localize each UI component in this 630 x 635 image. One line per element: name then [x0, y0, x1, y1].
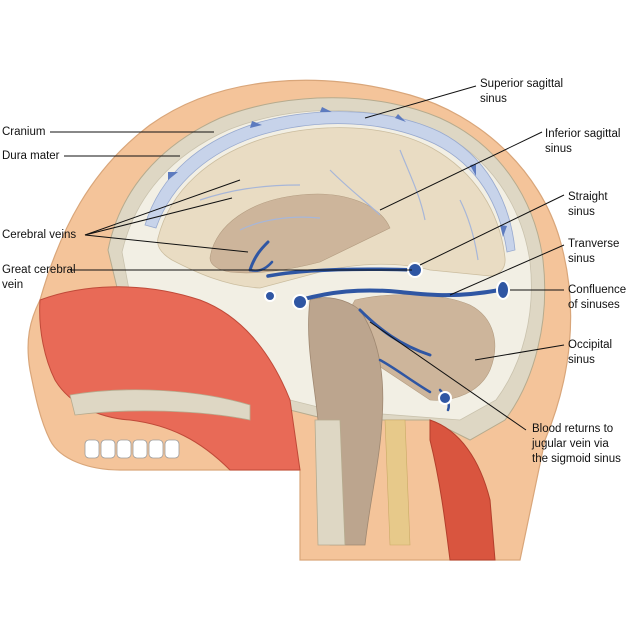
- label-cerebral-veins: Cerebral veins: [2, 228, 76, 243]
- spinal-column: [315, 420, 345, 545]
- label-dura-mater: Dura mater: [2, 149, 60, 164]
- label-cranium: Cranium: [2, 125, 45, 140]
